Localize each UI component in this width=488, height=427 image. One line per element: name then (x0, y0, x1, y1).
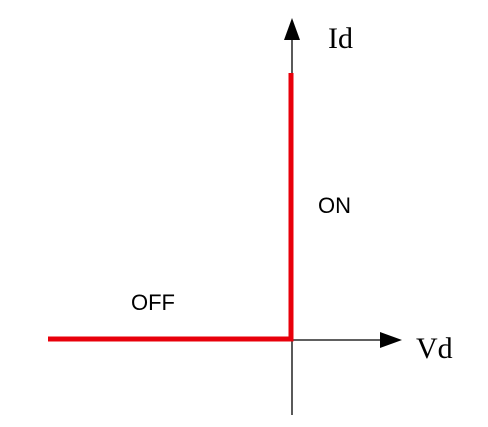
x-axis-arrow-icon (380, 332, 402, 348)
characteristic-curve (48, 73, 294, 342)
off-region-label: OFF (131, 290, 175, 315)
on-region-label: ON (318, 193, 351, 218)
x-axis-label: Vd (416, 332, 453, 365)
y-axis-arrow-icon (284, 18, 300, 40)
y-axis-label: Id (328, 22, 353, 55)
